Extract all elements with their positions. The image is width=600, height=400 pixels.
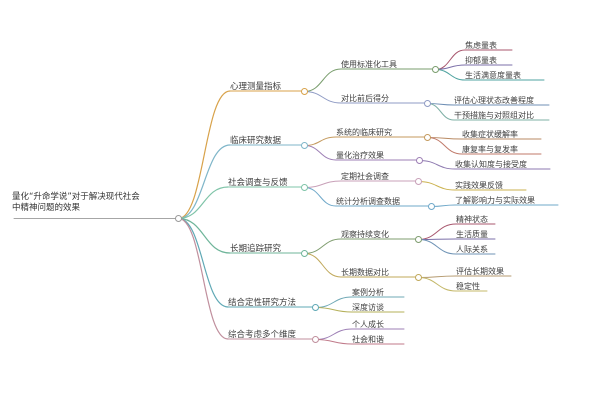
node-label: 量化治疗效果 [336, 151, 384, 160]
node-label: 评估长期效果 [456, 267, 504, 276]
mindmap-node-l3-3-0-0[interactable]: 精神状态 [456, 215, 488, 226]
mindmap-node-l3-2-1-0[interactable]: 了解影响力与实际效果 [455, 196, 535, 207]
node-label: 案例分析 [352, 288, 384, 297]
mindmap-node-l3-1-1-0[interactable]: 收集认知度与接受度 [455, 160, 527, 171]
mindmap-node-l1-2[interactable]: 社会调查与反馈 [228, 178, 288, 189]
node-label: 长期数据对比 [341, 268, 389, 277]
node-label: 使用标准化工具 [341, 60, 397, 69]
node-dot-l2-1-0[interactable] [424, 134, 431, 141]
node-dot-l1-2[interactable] [301, 184, 308, 191]
node-label: 统计分析调查数据 [336, 197, 400, 206]
node-label: 社会调查与反馈 [228, 178, 288, 188]
mindmap-node-l3-0-1-1[interactable]: 干预措施与对照组对比 [454, 111, 534, 122]
mindmap-node-l2-4-1[interactable]: 深度访谈 [352, 303, 384, 314]
node-label: 生活质量 [456, 230, 488, 239]
mindmap-node-l2-1-0[interactable]: 系统的临床研究 [336, 128, 392, 139]
node-dot-l2-2-0[interactable] [415, 178, 422, 185]
root-label: 量化“升命学说”对于解决现代社会中精神问题的效果 [12, 192, 140, 214]
node-label: 综合考虑多个维度 [228, 330, 297, 340]
mindmap-node-l3-0-0-0[interactable]: 焦虑量表 [465, 41, 497, 52]
mindmap-node-l2-1-1[interactable]: 量化治疗效果 [336, 151, 384, 162]
mindmap-node-l2-2-0[interactable]: 定期社会调查 [341, 172, 389, 183]
node-label: 收集症状缓解率 [462, 130, 518, 139]
node-label: 深度访谈 [352, 303, 384, 312]
mindmap-node-l1-5[interactable]: 综合考虑多个维度 [228, 330, 296, 341]
node-dot-l2-0-0[interactable] [432, 66, 439, 73]
node-label: 抑郁量表 [465, 56, 497, 65]
mindmap-node-l2-2-1[interactable]: 统计分析调查数据 [336, 197, 400, 208]
node-label: 收集认知度与接受度 [455, 160, 527, 169]
mindmap-node-l1-3[interactable]: 长期追踪研究 [230, 244, 281, 255]
node-dot-l1-1[interactable] [301, 142, 308, 149]
mindmap-node-l3-3-0-2[interactable]: 人际关系 [456, 245, 488, 256]
mindmap-node-l2-5-0[interactable]: 个人成长 [352, 320, 384, 331]
node-dot-l2-3-0[interactable] [415, 236, 422, 243]
mindmap-node-l2-0-1[interactable]: 对比前后得分 [341, 94, 389, 105]
node-label: 实践效果反馈 [455, 181, 503, 190]
node-label: 结合定性研究方法 [228, 298, 297, 308]
node-dot-l1-4[interactable] [312, 304, 319, 311]
node-dot-l1-3[interactable] [301, 250, 308, 257]
mindmap-node-l2-3-1[interactable]: 长期数据对比 [341, 268, 389, 279]
mindmap-node-l1-1[interactable]: 临床研究数据 [230, 136, 281, 147]
mindmap-root-node[interactable]: 量化“升命学说”对于解决现代社会中精神问题的效果 [12, 192, 144, 215]
mindmap-node-l1-0[interactable]: 心理测量指标 [230, 82, 281, 93]
node-label: 临床研究数据 [230, 136, 282, 146]
mindmap-node-l3-0-0-2[interactable]: 生活满意度量表 [465, 71, 521, 82]
mindmap-node-l2-3-0[interactable]: 观察持续变化 [341, 230, 389, 241]
node-dot-l2-3-1[interactable] [415, 274, 422, 281]
node-label: 定期社会调查 [341, 172, 389, 181]
node-label: 精神状态 [456, 215, 488, 224]
root-dot[interactable] [175, 215, 182, 222]
node-label: 个人成长 [352, 320, 384, 329]
node-dot-l1-0[interactable] [301, 88, 308, 95]
mindmap-node-l1-4[interactable]: 结合定性研究方法 [228, 298, 296, 309]
mindmap-node-l2-0-0[interactable]: 使用标准化工具 [341, 60, 397, 71]
mindmap-node-l3-3-1-0[interactable]: 评估长期效果 [456, 267, 504, 278]
mindmap-node-l3-1-0-1[interactable]: 康复率与复发率 [462, 145, 518, 156]
node-dot-l1-5[interactable] [312, 336, 319, 343]
node-label: 系统的临床研究 [336, 128, 392, 137]
mindmap-node-l2-5-1[interactable]: 社会和谐 [352, 335, 384, 346]
mindmap-node-l3-0-1-0[interactable]: 评估心理状态改善程度 [454, 96, 534, 107]
node-label: 评估心理状态改善程度 [454, 96, 534, 105]
node-label: 观察持续变化 [341, 230, 389, 239]
mindmap-node-l3-3-0-1[interactable]: 生活质量 [456, 230, 488, 241]
node-label: 心理测量指标 [230, 82, 282, 92]
node-label: 生活满意度量表 [465, 71, 521, 80]
node-dot-l2-0-1[interactable] [424, 100, 431, 107]
node-label: 了解影响力与实际效果 [455, 196, 535, 205]
node-label: 焦虑量表 [465, 41, 497, 50]
node-label: 康复率与复发率 [462, 145, 518, 154]
node-dot-l2-2-1[interactable] [428, 203, 435, 210]
node-label: 对比前后得分 [341, 94, 389, 103]
node-label: 社会和谐 [352, 335, 384, 344]
mindmap-node-l2-4-0[interactable]: 案例分析 [352, 288, 384, 299]
mindmap-node-l3-0-0-1[interactable]: 抑郁量表 [465, 56, 497, 67]
node-label: 稳定性 [456, 282, 480, 291]
node-label: 长期追踪研究 [230, 244, 282, 254]
mindmap-node-l3-3-1-1[interactable]: 稳定性 [456, 282, 480, 293]
node-dot-l2-1-1[interactable] [416, 157, 423, 164]
node-label: 人际关系 [456, 245, 488, 254]
node-label: 干预措施与对照组对比 [454, 111, 534, 120]
mindmap-node-l3-2-0-0[interactable]: 实践效果反馈 [455, 181, 503, 192]
mindmap-node-l3-1-0-0[interactable]: 收集症状缓解率 [462, 130, 518, 141]
